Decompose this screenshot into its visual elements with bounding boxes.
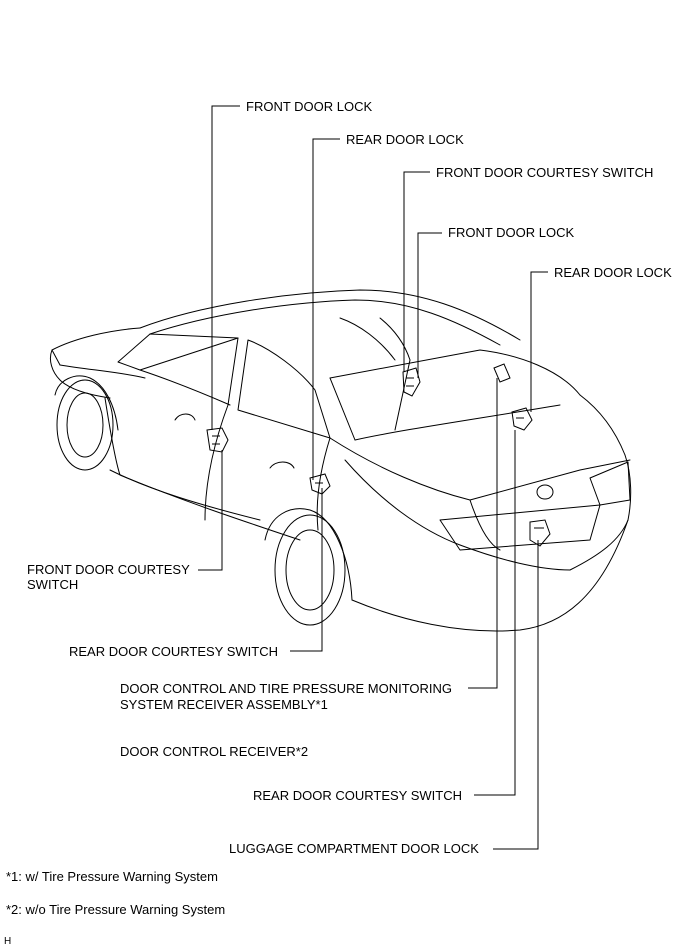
footnote-2: *2: w/o Tire Pressure Warning System (6, 902, 226, 917)
label-luggage-compartment-door-lock: LUGGAGE COMPARTMENT DOOR LOCK (229, 841, 479, 856)
label-front-door-lock-right: FRONT DOOR LOCK (448, 225, 575, 240)
luggage-door-lock-part (529, 519, 551, 547)
label-front-door-courtesy-switch-left-line2: SWITCH (27, 577, 79, 592)
leader-rear-door-lock-left (312, 138, 340, 480)
label-rear-door-courtesy-switch-right: REAR DOOR COURTESY SWITCH (253, 788, 462, 803)
label-rear-door-lock-left: REAR DOOR LOCK (346, 132, 464, 147)
leader-luggage-compartment-door-lock (493, 540, 539, 850)
label-front-door-courtesy-switch-right: FRONT DOOR COURTESY SWITCH (436, 165, 654, 180)
door-control-receiver-part (493, 363, 511, 383)
front-door-lock-part-right (402, 367, 421, 397)
leader-door-control-receiver (468, 378, 498, 689)
rear-door-lock-part-left (309, 473, 331, 495)
footnote-1: *1: w/ Tire Pressure Warning System (6, 869, 218, 884)
label-door-control-tpms-line2: SYSTEM RECEIVER ASSEMBLY*1 (120, 697, 328, 712)
leader-rear-door-courtesy-switch-left (290, 488, 323, 652)
corner-mark: H (4, 936, 12, 947)
label-front-door-lock-left: FRONT DOOR LOCK (246, 99, 373, 114)
label-door-control-tpms-line1: DOOR CONTROL AND TIRE PRESSURE MONITORIN… (120, 681, 453, 696)
label-rear-door-lock-right: REAR DOOR LOCK (554, 265, 672, 280)
leader-front-door-courtesy-switch-right (403, 171, 430, 372)
label-door-control-receiver: DOOR CONTROL RECEIVER*2 (120, 744, 309, 759)
rear-door-lock-part-right (511, 407, 533, 431)
leader-front-door-lock-left (211, 105, 240, 430)
leader-front-door-lock-right (417, 232, 442, 378)
label-rear-door-courtesy-switch-left: REAR DOOR COURTESY SWITCH (69, 644, 278, 659)
component-parts (206, 363, 551, 547)
front-door-lock-part-left (206, 427, 229, 453)
label-front-door-courtesy-switch-left-line1: FRONT DOOR COURTESY (27, 562, 190, 577)
car-body-outline (49, 289, 632, 632)
leader-rear-door-lock-right (530, 271, 548, 412)
leader-rear-door-courtesy-switch-right (474, 430, 516, 796)
leader-lines (198, 105, 548, 850)
leader-front-door-courtesy-switch-left (198, 450, 223, 571)
